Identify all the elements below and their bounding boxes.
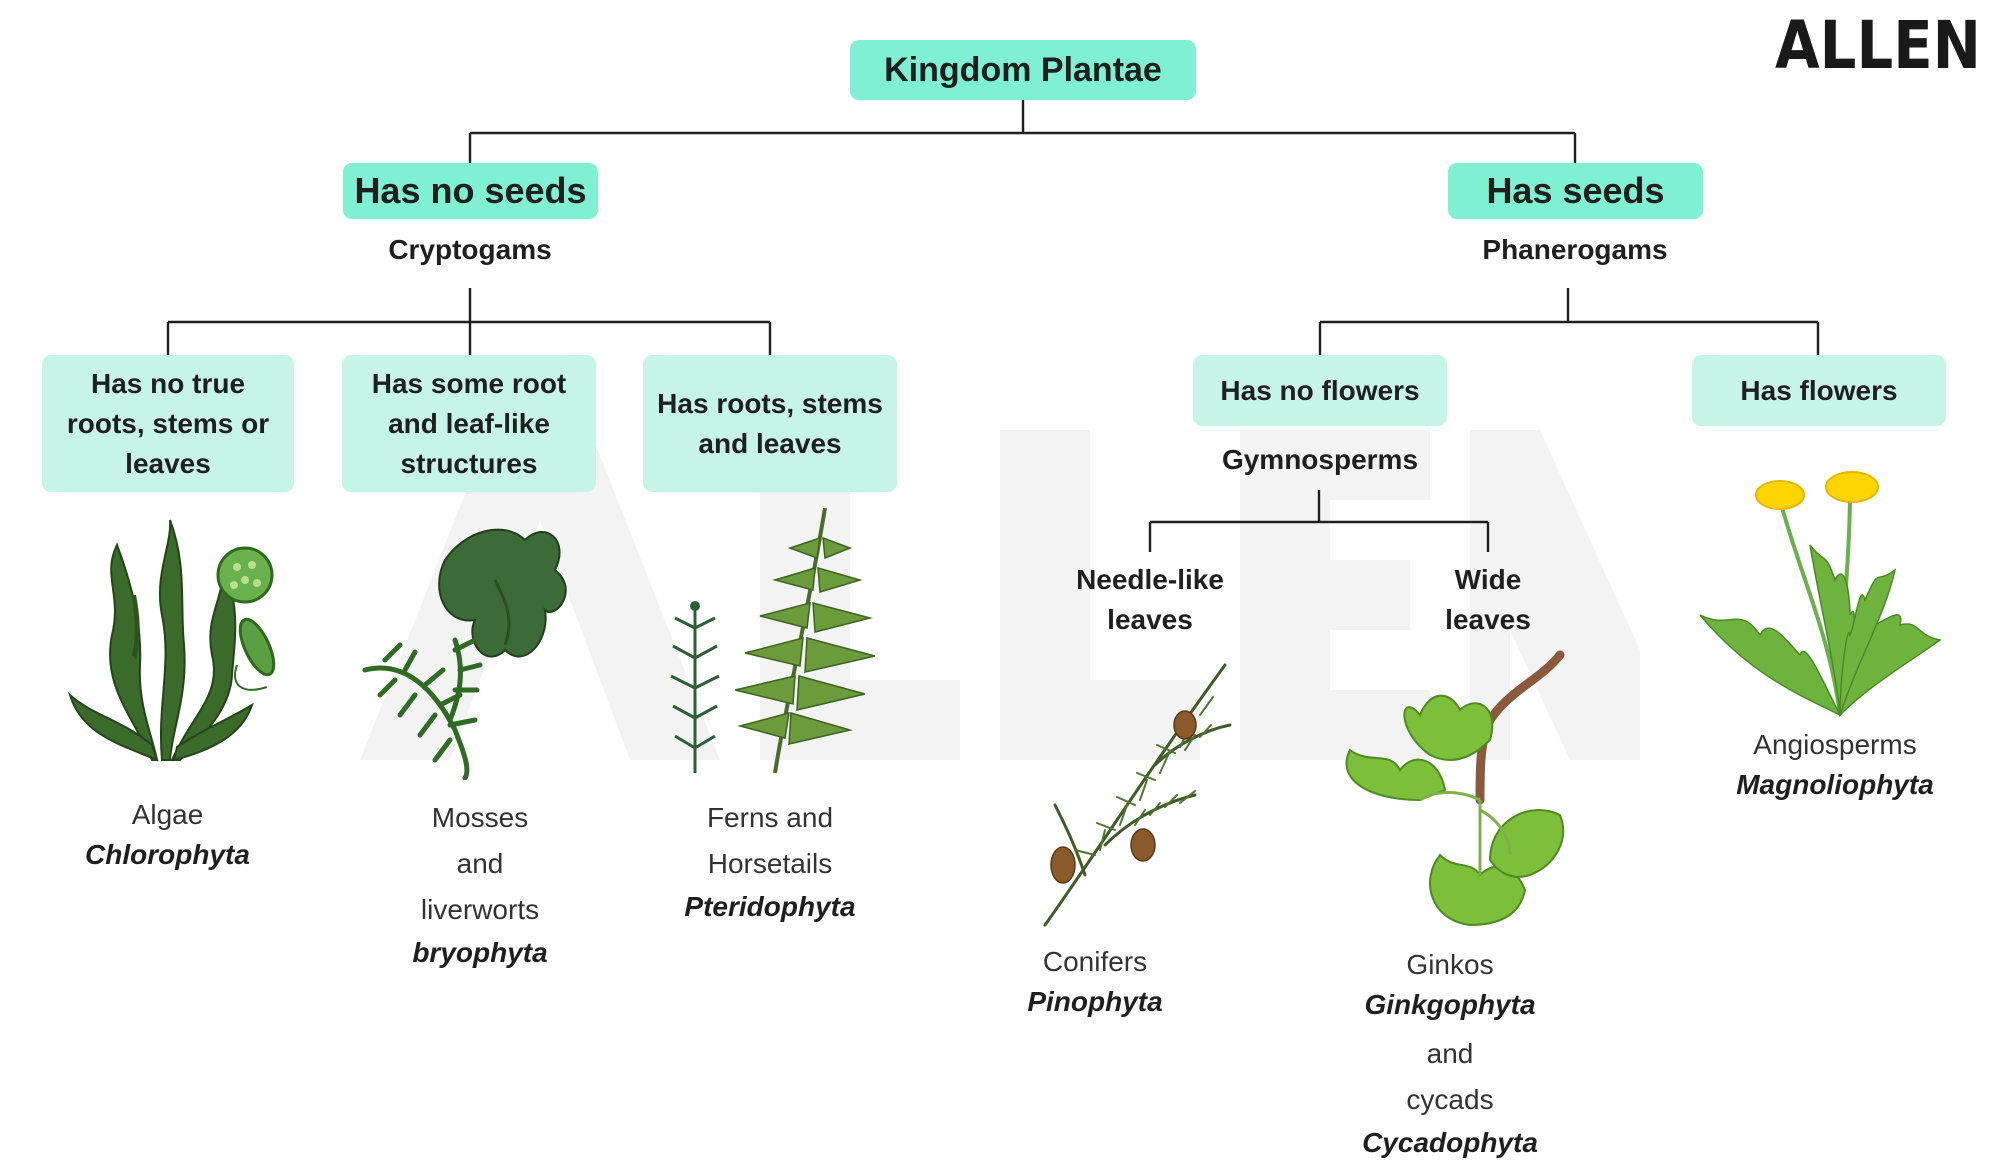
- moss-icon: [362, 528, 567, 780]
- conifers-caption: Conifers Pinophyta: [955, 942, 1235, 1022]
- algae-common-name: Algae: [131, 799, 204, 830]
- cycads-common-name: and cycads: [1406, 1038, 1494, 1115]
- allen-logo: ALLEN: [1775, 8, 1981, 78]
- ferns-caption: Ferns and Horsetails Pteridophyta: [630, 795, 910, 927]
- cryptogams-label: Cryptogams: [388, 234, 552, 265]
- angiosperms-caption: Angiosperms Magnoliophyta: [1695, 725, 1975, 805]
- bryophyta-label: bryophyta: [412, 937, 548, 968]
- chlorophyta-label: Chlorophyta: [85, 839, 250, 870]
- no-true-roots-box: Has no true roots, stems or leaves: [42, 355, 294, 492]
- ginkgophyta-label: Ginkgophyta: [1364, 989, 1536, 1020]
- wide-leaves-label: Wide leaves: [1445, 564, 1531, 635]
- has-no-seeds-box: Has no seeds: [343, 163, 598, 219]
- has-flowers-box: Has flowers: [1692, 355, 1946, 426]
- mosses-caption: Mosses and liverworts bryophyta: [340, 795, 620, 973]
- ginkgo-icon: [1345, 650, 1565, 927]
- dandelion-icon: [1699, 471, 1942, 718]
- svg-text:ALLEN: ALLEN: [1775, 8, 1981, 78]
- some-root-leaf-box: Has some root and leaf-like structures: [342, 355, 596, 492]
- ginkgo-caption: Ginkos Ginkgophyta and cycads Cycadophyt…: [1310, 945, 1590, 1163]
- kingdom-plantae-box: Kingdom Plantae: [850, 40, 1196, 100]
- roots-stems-leaves-box: Has roots, stems and leaves: [643, 355, 897, 492]
- conifers-common-name: Conifers: [1042, 946, 1148, 977]
- algae-caption: Algae Chlorophyta: [30, 795, 305, 875]
- ferns-common-name: Ferns and Horsetails: [706, 802, 834, 879]
- cycadophyta-label: Cycadophyta: [1362, 1127, 1538, 1158]
- has-seeds-box: Has seeds: [1448, 163, 1703, 219]
- has-no-flowers-box: Has no flowers: [1193, 355, 1447, 426]
- magnoliophyta-label: Magnoliophyta: [1736, 769, 1934, 800]
- ginkos-common-name: Ginkos: [1406, 949, 1494, 980]
- pinophyta-label: Pinophyta: [1027, 986, 1163, 1017]
- needle-like-leaves-label: Needle-like leaves: [1076, 564, 1224, 635]
- conifer-icon: [1043, 663, 1232, 927]
- pteridophyta-label: Pteridophyta: [684, 891, 856, 922]
- gymnosperms-label: Gymnosperms: [1221, 444, 1419, 475]
- angiosperms-common-name: Angiosperms: [1753, 729, 1917, 760]
- mosses-common-name: Mosses and liverworts: [420, 802, 540, 925]
- fern-icon: [670, 508, 876, 774]
- algae-icon: [68, 519, 276, 762]
- phanerogams-label: Phanerogams: [1482, 234, 1668, 265]
